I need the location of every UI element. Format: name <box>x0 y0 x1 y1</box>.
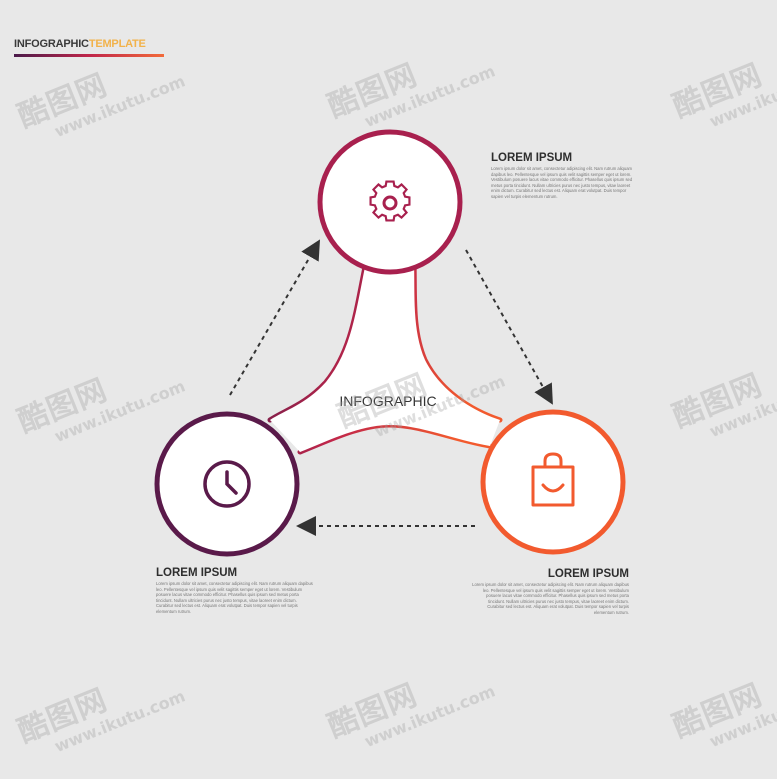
header-underline <box>14 54 164 57</box>
connector-fill <box>270 262 500 452</box>
header-title-part1: INFOGRAPHIC <box>14 38 89 50</box>
block-bottom-left-title: LOREM IPSUM <box>156 567 238 579</box>
shopping-bag-icon <box>531 452 575 507</box>
block-bottom-right-body: Lorem ipsum dolor sit amet, consectetur … <box>472 582 629 615</box>
node-bottom-right-circle <box>480 409 626 555</box>
block-bottom-right-title: LOREM IPSUM <box>547 568 629 580</box>
gear-icon <box>369 180 411 222</box>
block-bottom-left-body: Lorem ipsum dolor sit amet, consectetur … <box>156 581 313 614</box>
block-top-body: Lorem ipsum dolor sit amet, consectetur … <box>491 166 633 199</box>
node-top-circle <box>317 129 463 275</box>
arrow-top-to-bottom-right <box>465 249 553 405</box>
clock-icon <box>203 460 251 508</box>
center-label: INFOGRAPHIC <box>339 393 436 409</box>
header-title: INFOGRAPHICTEMPLATE <box>14 38 146 50</box>
header-title-part2: TEMPLATE <box>88 38 146 50</box>
block-top-title: LOREM IPSUM <box>491 152 573 164</box>
arrow-bottom-left-to-top <box>229 239 321 396</box>
